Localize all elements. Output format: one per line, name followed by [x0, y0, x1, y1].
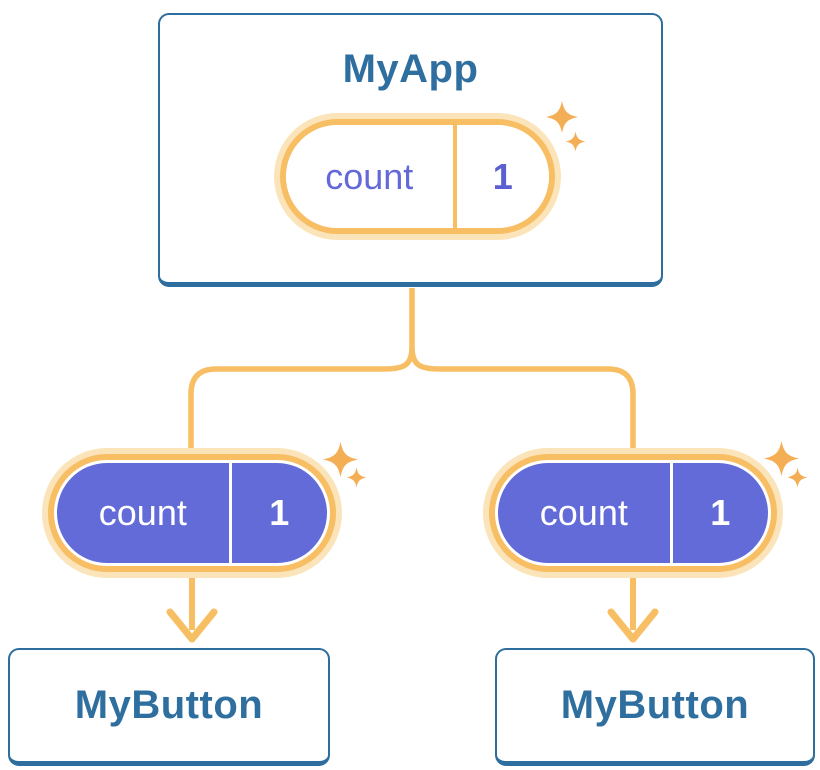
- prop-name-label: count: [539, 492, 628, 533]
- sparkle-icon: [346, 467, 367, 488]
- prop-value: 1: [269, 492, 290, 533]
- prop-pill-right: count 1: [483, 448, 783, 578]
- arrow-left-head-icon: [166, 608, 218, 643]
- root-component-card: MyApp: [158, 13, 663, 287]
- pill-divider: [228, 463, 232, 563]
- prop-value: 1: [710, 492, 731, 533]
- pill-divider: [669, 463, 673, 563]
- sparkle-icon: [322, 441, 359, 478]
- child-component-card-left: MyButton: [8, 648, 330, 766]
- prop-pill-left: count 1: [42, 448, 342, 578]
- state-pill: count 1: [274, 113, 561, 240]
- pill-divider: [452, 125, 457, 228]
- sparkle-icon: [787, 467, 808, 488]
- prop-name-label: count: [98, 492, 187, 533]
- sparkle-icon: [545, 100, 579, 134]
- connector-branch-right: [409, 346, 636, 452]
- connector-branch-left: [188, 288, 415, 452]
- child-component-title: MyButton: [560, 683, 750, 727]
- state-name-label: count: [325, 155, 414, 197]
- prop-pill-ring: count 1: [489, 454, 777, 572]
- state-value: 1: [492, 155, 513, 197]
- child-component-title: MyButton: [74, 683, 264, 727]
- arrow-right-head-icon: [607, 608, 659, 643]
- sparkle-icon: [565, 131, 586, 152]
- state-pill-ring: count 1: [280, 119, 555, 234]
- child-component-card-right: MyButton: [495, 648, 815, 766]
- prop-pill-ring: count 1: [48, 454, 336, 572]
- root-component-title: MyApp: [342, 47, 479, 91]
- sparkle-icon: [763, 440, 800, 477]
